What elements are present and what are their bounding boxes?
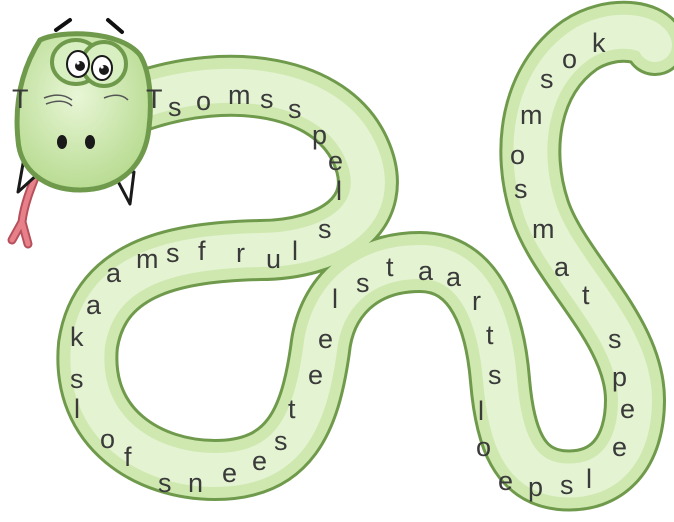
letter-tile[interactable]: s [560, 470, 574, 500]
left-eye-icon [66, 50, 90, 78]
letter-tile[interactable]: e [222, 458, 237, 488]
letter-tile[interactable]: e [498, 466, 513, 496]
letter-tile[interactable]: a [106, 258, 122, 288]
letter-tile[interactable]: m [136, 244, 159, 274]
left-nostril-icon [57, 135, 67, 149]
letter-tile[interactable]: p [312, 120, 327, 150]
letter-tile[interactable]: s [514, 174, 528, 204]
letter-tile[interactable]: s [288, 94, 302, 124]
letter-tile[interactable]: s [168, 92, 182, 122]
letter-tile[interactable]: a [554, 252, 570, 282]
snake-head-icon [7, 18, 153, 249]
letter-tile[interactable]: s [318, 214, 332, 244]
letter-tile[interactable]: p [528, 472, 543, 502]
letter-tile[interactable]: e [318, 324, 333, 354]
letter-tile[interactable]: t [288, 394, 296, 424]
letter-tile[interactable]: k [70, 322, 84, 352]
letter-tile[interactable]: t [582, 280, 590, 310]
letter-tile[interactable]: r [236, 238, 245, 268]
letter-tile[interactable]: a [418, 256, 434, 286]
letter-tile[interactable]: o [196, 86, 211, 116]
letter-tile[interactable]: T [12, 84, 29, 114]
letter-tile[interactable]: l [478, 396, 484, 426]
letter-tile[interactable]: e [620, 394, 635, 424]
letter-tile[interactable]: p [612, 362, 627, 392]
letter-tile[interactable]: o [510, 140, 525, 170]
letter-tile[interactable]: m [520, 100, 543, 130]
letter-tile[interactable]: o [100, 424, 115, 454]
letter-tile[interactable]: m [228, 80, 251, 110]
letter-tile[interactable]: l [292, 236, 298, 266]
letter-tile[interactable]: s [70, 364, 84, 394]
left-eyebrow-icon [54, 18, 72, 32]
letter-track: T T s o m s s p e l s l u r f s m a a k … [12, 28, 635, 502]
letter-tile[interactable]: e [612, 432, 627, 462]
letter-tile[interactable]: s [488, 360, 502, 390]
letter-tile[interactable]: f [198, 236, 206, 266]
letter-tile[interactable]: t [486, 320, 494, 350]
letter-tile[interactable]: a [446, 262, 462, 292]
letter-tile[interactable]: s [540, 64, 554, 94]
letter-tile[interactable]: l [332, 284, 338, 314]
letter-tile[interactable]: l [336, 176, 342, 206]
snake-body [56, 0, 674, 512]
right-eyebrow-icon [106, 18, 124, 34]
letter-tile[interactable]: f [124, 442, 132, 472]
letter-tile[interactable]: o [562, 44, 577, 74]
letter-tile[interactable]: s [274, 426, 288, 456]
right-nostril-icon [85, 135, 95, 149]
letter-tile[interactable]: s [166, 238, 180, 268]
letter-tile[interactable]: e [308, 360, 323, 390]
letter-tile[interactable]: s [608, 324, 622, 354]
letter-tile[interactable]: e [328, 146, 343, 176]
letter-tile[interactable]: e [252, 446, 267, 476]
letter-tile[interactable]: s [158, 468, 172, 498]
letter-tile[interactable]: l [74, 394, 80, 424]
letter-tile[interactable]: m [532, 214, 555, 244]
letter-tile[interactable]: r [472, 286, 481, 316]
snake-body-highlight [70, 14, 672, 498]
letter-tile[interactable]: s [356, 268, 370, 298]
letter-tile[interactable]: T [146, 84, 163, 114]
letter-tile[interactable]: l [586, 464, 592, 494]
letter-tile[interactable]: s [260, 84, 274, 114]
letter-tile[interactable]: a [86, 290, 102, 320]
letter-tile[interactable]: t [386, 252, 394, 282]
letter-tile[interactable]: k [592, 28, 606, 58]
letter-tile[interactable]: n [188, 468, 203, 498]
letter-tile[interactable]: o [476, 432, 491, 462]
right-eye-icon [91, 55, 113, 81]
letter-tile[interactable]: u [266, 244, 281, 274]
